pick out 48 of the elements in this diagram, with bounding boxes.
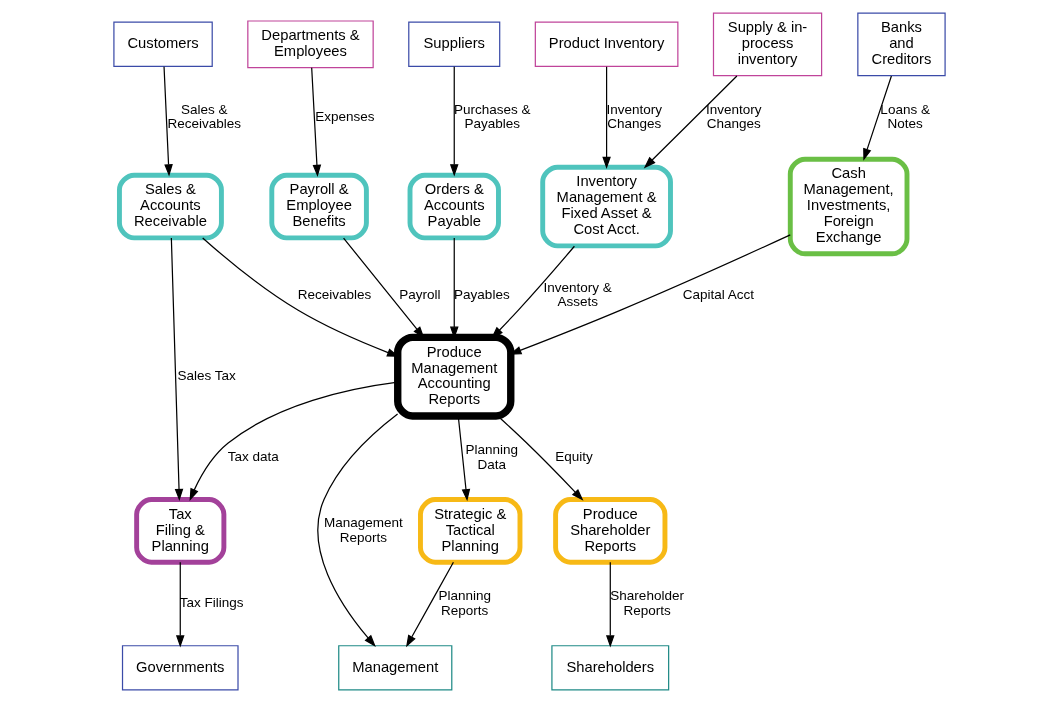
- edge-label: Capital Acct: [682, 287, 755, 303]
- edge-label: Tax data: [227, 449, 279, 465]
- edge-label: Inventory Changes: [705, 101, 762, 132]
- edge-label: Inventory Changes: [606, 101, 663, 132]
- edge-label: Management Reports: [323, 514, 403, 545]
- arrow: [311, 67, 322, 177]
- arrow: [175, 561, 185, 648]
- node-box: Strategic & Tactical Planning: [418, 497, 523, 565]
- arrow: [602, 66, 611, 169]
- arrow: [449, 66, 459, 177]
- edge-label: Sales & Receivables: [167, 101, 241, 132]
- arrow: [605, 561, 615, 648]
- arrow: [163, 66, 173, 177]
- node-box: Banks and Creditors: [857, 12, 946, 77]
- edge-label: Planning Data: [465, 441, 518, 472]
- node-box: Orders & Accounts Payable: [407, 172, 501, 241]
- arrow: [317, 413, 399, 647]
- edge-label: Expenses: [315, 108, 375, 124]
- node-box: Cash Management, Investments, Foreign Exchange: [787, 156, 910, 257]
- edge-label: Shareholder Reports: [610, 588, 684, 618]
- edge-label: Inventory & Assets: [543, 279, 612, 310]
- node-box: Suppliers: [408, 21, 501, 68]
- edge-label: Receivables: [297, 287, 372, 303]
- node-box: Inventory Management & Fixed Asset & Cost Acct.: [540, 164, 673, 249]
- node-box: Departments & Employees: [247, 20, 374, 69]
- edge-label: Loans & Notes: [880, 101, 930, 132]
- arrow: [863, 75, 893, 161]
- node-box: Payroll & Employee Benefits: [269, 172, 369, 241]
- arrow: [643, 75, 738, 169]
- arrow: [170, 237, 184, 502]
- edge-label: Purchases & Payables: [454, 101, 531, 132]
- edge-label: Payables: [454, 287, 510, 303]
- arrow: [497, 415, 584, 501]
- node-box: Governments: [121, 645, 239, 691]
- edge-label: Equity: [555, 449, 593, 465]
- edge-label: Sales Tax: [177, 368, 236, 384]
- node-box: Sales & Accounts Receivable: [117, 172, 224, 241]
- node-box: Product Inventory: [534, 21, 679, 68]
- edge-label: Payroll: [399, 287, 441, 303]
- node-box: Tax Filing & Planning: [134, 497, 227, 565]
- node-box: Management: [338, 645, 453, 691]
- node-box: Shareholders: [551, 645, 670, 691]
- node-box: Supply & in-process inventory: [712, 12, 823, 77]
- node-box: Produce Shareholder Reports: [553, 497, 668, 565]
- node-box: Customers: [113, 21, 213, 68]
- edge-label: Planning Reports: [438, 588, 491, 618]
- arrow: [406, 561, 454, 648]
- node-box: Produce Management Accounting Reports: [394, 333, 515, 420]
